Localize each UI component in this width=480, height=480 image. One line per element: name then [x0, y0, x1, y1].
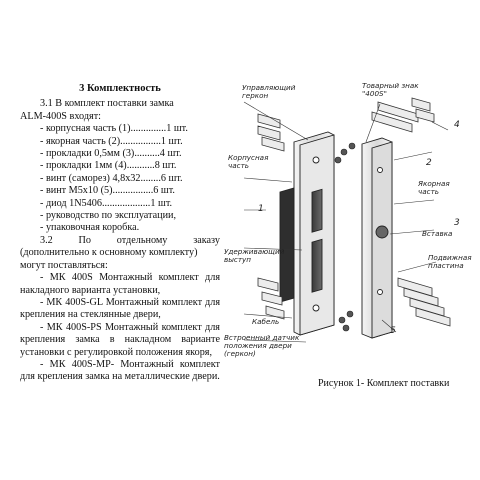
paragraph-3-2-number: 3.2: [40, 234, 53, 246]
delivery-item-leader: ...........: [126, 160, 155, 172]
figure-caption: Рисунок 1- Комплект поставки: [318, 378, 450, 389]
delivery-item: - корпусная часть (1)..............1 шт.: [20, 123, 220, 135]
delivery-item-qty: 6 шт.: [153, 185, 175, 197]
delivery-item-name: - якорная часть (2): [40, 135, 121, 147]
delivery-item-leader: ........: [140, 172, 161, 184]
anchor-part: [361, 137, 393, 339]
label-insert: Вставка: [422, 229, 453, 238]
delivery-item-leader: ................: [120, 135, 161, 147]
delivery-item-qty: 4 шт.: [159, 148, 182, 160]
label-trademark: Товарный знак "400S": [362, 81, 419, 99]
label-control-gerkon: Управляющий геркон: [242, 83, 296, 101]
paragraph-3-2-word: заказу: [193, 234, 220, 246]
delivery-item-name: - винт (саморез) 4,8х32: [40, 172, 141, 184]
section-title: 3 Комплектность: [79, 83, 161, 94]
label-anchor-part: Якорная часть: [418, 179, 450, 197]
label-body-part: Корпусная часть: [228, 153, 269, 171]
delivery-items-list: - корпусная часть (1)..............1 шт.…: [20, 123, 220, 210]
label-holding-ledge: Удерживающий выступ: [224, 247, 285, 265]
shims-left-top: [257, 113, 285, 152]
paragraph-3-2-word: отдельному: [116, 234, 168, 246]
delivery-item-qty: 1 шт.: [150, 197, 173, 209]
shims-left-bottom: [257, 277, 285, 320]
delivery-set-figure: Управляющий геркон Товарный знак "400S" …: [222, 81, 477, 382]
label-movable-plate: Подвижная пластина: [428, 253, 472, 271]
delivery-item: - прокладки 0,5мм (3)..........4 шт.: [20, 148, 220, 160]
delivery-item-leader: ................: [112, 185, 154, 197]
delivery-item: - якорная часть (2)................1 шт.: [20, 136, 220, 148]
delivery-item: - прокладки 1мм (4)...........8 шт.: [20, 160, 220, 172]
delivery-item-name: - диод 1N5406: [40, 197, 102, 209]
screws-top: [334, 142, 356, 164]
order-item-mk400s-gl: - МК 400S-GL Монтажный комплект для креп…: [20, 296, 220, 321]
paragraph-3-2-line1: 3.2 По отдельному заказу: [20, 235, 220, 247]
leader-lines: [243, 101, 449, 343]
extra-item-box: - упаковочная коробка.: [40, 222, 140, 234]
screws-bottom: [338, 310, 354, 332]
delivery-item: - диод 1N5406...................1 шт.: [20, 198, 220, 210]
delivery-item-name: - винт М5х10 (5): [40, 185, 113, 197]
lock-illustration: [243, 97, 451, 343]
delivery-item-name: - прокладки 1мм (4): [40, 160, 127, 172]
callout-4: 4: [454, 120, 460, 130]
paragraph-3-2-line2: (дополнительно к основному комплекту): [20, 247, 198, 259]
delivery-item-leader: ..........: [134, 148, 160, 160]
callout-1: 1: [258, 204, 264, 214]
delivery-item-qty: 8 шт.: [154, 160, 177, 172]
paragraph-3-1-line1: 3.1 В комплект поставки замка: [40, 98, 174, 110]
callout-5: 5: [390, 326, 396, 336]
label-cable: Кабель: [252, 317, 280, 326]
delivery-item: - винт М5х10 (5)................6 шт.: [20, 185, 220, 197]
delivery-item-qty: 1 шт.: [160, 135, 183, 147]
body-part: [279, 131, 335, 336]
extra-item-manual: - руководство по эксплуатации,: [40, 210, 177, 222]
callout-2: 2: [426, 158, 432, 168]
delivery-item: - винт (саморез) 4,8х32........6 шт.: [20, 173, 220, 185]
text-column: 3 Комплектность 3.1 В комплект поставки …: [20, 83, 220, 384]
order-item-mk400s-mp: - МК 400S-MP- Монтажный комплект для кре…: [20, 358, 220, 383]
delivery-item-qty: 1 шт.: [166, 123, 188, 135]
paragraph-3-2-word: По: [78, 234, 91, 246]
label-door-sensor: Встроенный датчик положения двери (герко…: [224, 333, 300, 359]
paragraph-3-1-line2: ALM-400S входят:: [20, 110, 101, 122]
shims-right-bottom: [397, 277, 451, 327]
shims-right-top: [371, 97, 435, 133]
paragraph-3-2-line3: могут поставляться:: [20, 259, 108, 271]
delivery-item-leader: ...................: [101, 197, 151, 209]
delivery-item-leader: ..............: [130, 123, 167, 135]
order-item-mk400s: - МК 400S Монтажный комплект для накладн…: [20, 272, 220, 296]
delivery-item-qty: 6 шт.: [160, 172, 183, 184]
delivery-item-name: - корпусная часть (1): [40, 123, 131, 135]
delivery-item-name: - прокладки 0,5мм (3): [40, 148, 135, 160]
callout-3: 3: [454, 218, 460, 228]
order-item-mk400s-ps: - МК 400S-PS Монтажный комплект для креп…: [20, 321, 220, 358]
